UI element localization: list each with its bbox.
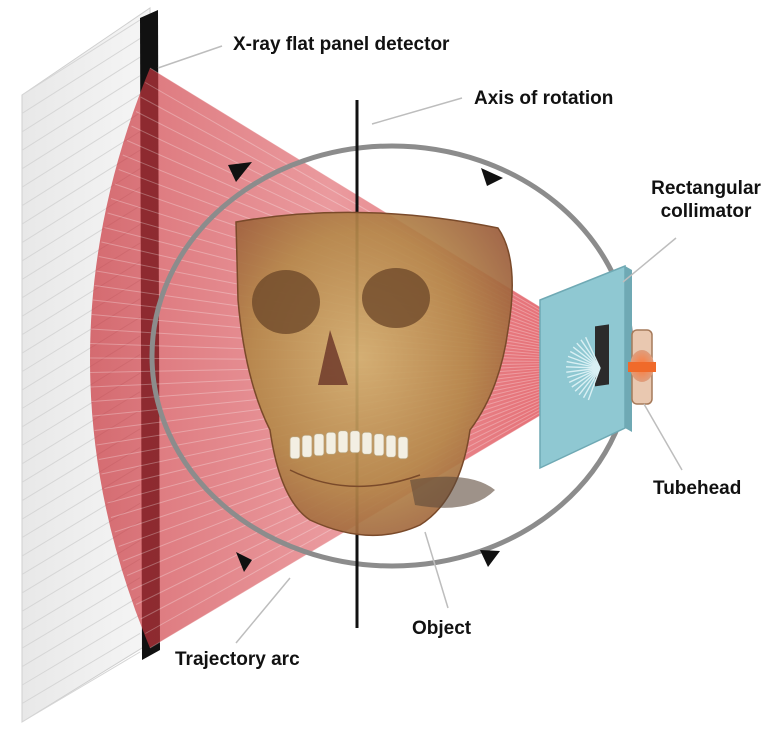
leader-axis bbox=[372, 98, 462, 124]
collimator-icon bbox=[540, 266, 632, 468]
collimator-label: Rectangular collimator bbox=[641, 178, 771, 224]
xray-tube-icon bbox=[628, 330, 656, 404]
axis-label: Axis of rotation bbox=[474, 88, 613, 111]
arc-arrow-bottom-right bbox=[480, 550, 500, 567]
leader-tubehead bbox=[644, 404, 682, 470]
collimator-label-line1: Rectangular bbox=[641, 178, 771, 201]
trajectory-label: Trajectory arc bbox=[175, 649, 300, 672]
detector-label: X-ray flat panel detector bbox=[233, 34, 449, 57]
leader-detector bbox=[158, 46, 222, 68]
leader-collimator bbox=[623, 238, 676, 282]
tubehead-label: Tubehead bbox=[653, 478, 741, 501]
object-label: Object bbox=[412, 618, 471, 641]
eye-socket-right bbox=[362, 268, 430, 328]
collimator-label-line2: collimator bbox=[641, 201, 771, 224]
eye-socket-left bbox=[252, 270, 320, 334]
leader-object bbox=[425, 532, 448, 608]
